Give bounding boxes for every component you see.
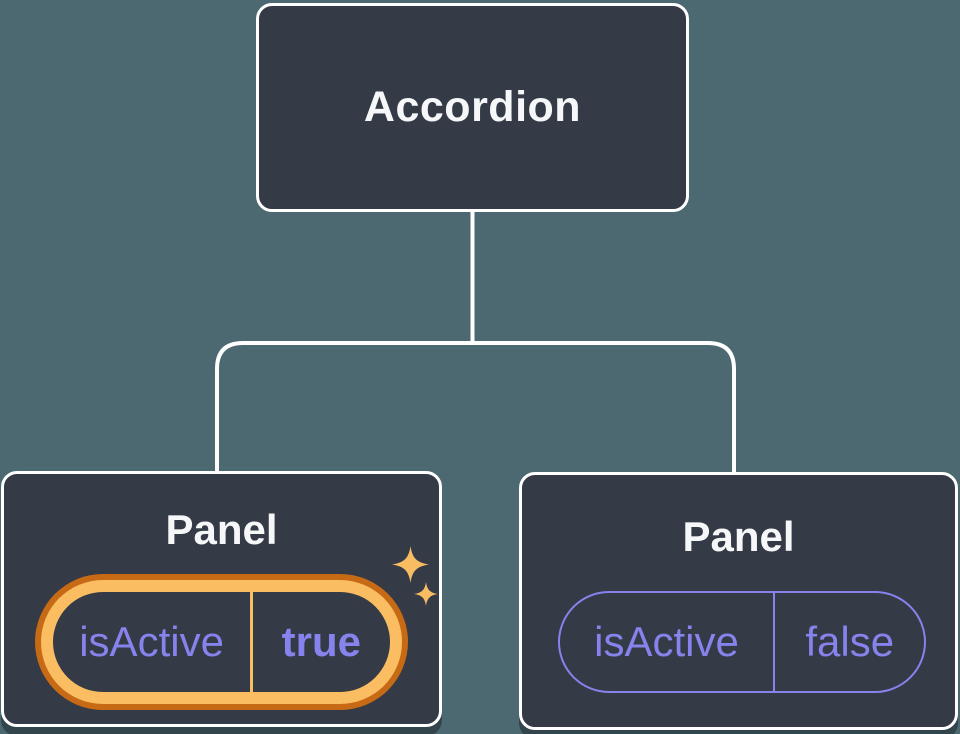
state-pill-active: isActive true	[35, 574, 408, 710]
connector-bracket	[215, 341, 736, 474]
panel-node-active: Panel isActive true	[1, 471, 442, 727]
state-key: isActive	[594, 618, 739, 665]
accordion-node-label: Accordion	[363, 83, 582, 131]
state-value: true	[281, 618, 361, 665]
accordion-node: Accordion	[256, 3, 689, 212]
panel-node-inactive: Panel isActive false	[519, 472, 958, 730]
state-pill-inactive: isActive false	[558, 591, 926, 693]
panel-node-label: Panel	[682, 513, 795, 560]
state-pill-active-glow-ring: isActive true	[41, 580, 402, 704]
sparkle-icon	[414, 582, 438, 606]
state-pill-divider	[250, 592, 253, 692]
state-key: isActive	[79, 618, 224, 665]
sparkle-icon	[392, 546, 429, 583]
panel-node-label: Panel	[165, 506, 278, 553]
state-pill-divider	[772, 593, 776, 691]
state-pill-active-body: isActive true	[53, 592, 390, 692]
state-value: false	[805, 618, 895, 665]
